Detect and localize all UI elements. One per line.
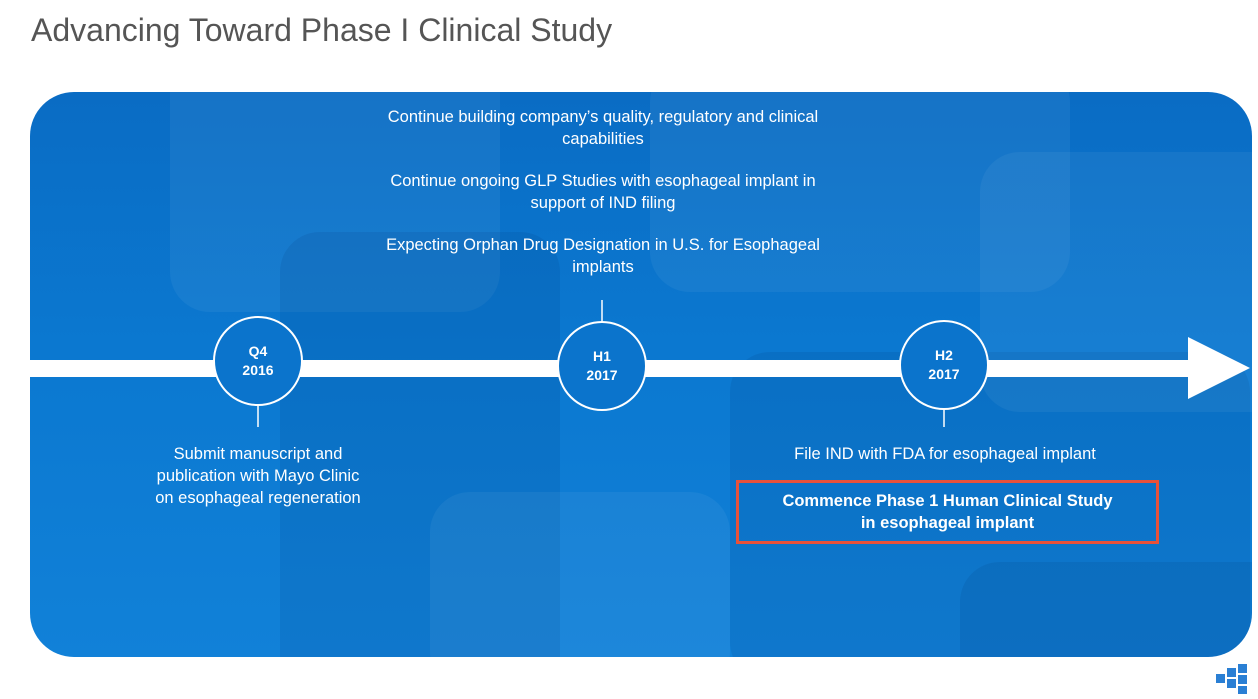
- milestone-q4-2016: Q4 2016: [213, 316, 303, 406]
- h1-item: Continue building company’s quality, reg…: [387, 108, 819, 148]
- h1-item: Expecting Orphan Drug Designation in U.S…: [386, 236, 820, 276]
- panel-decoration: [960, 562, 1252, 657]
- milestone-year: 2017: [928, 366, 960, 382]
- milestone-period: H2: [935, 347, 953, 363]
- h2-item: File IND with FDA for esophageal implant: [794, 445, 1096, 463]
- panel-decoration: [170, 92, 500, 312]
- h2-activities: File IND with FDA for esophageal implant: [745, 443, 1145, 465]
- timeline-panel: [30, 92, 1252, 657]
- q4-activities: Submit manuscript and publication with M…: [153, 443, 363, 509]
- panel-decoration: [650, 92, 1070, 292]
- milestone-h2-2017: H2 2017: [899, 320, 989, 410]
- milestone-year: 2016: [242, 362, 274, 378]
- q4-item: Submit manuscript and publication with M…: [155, 445, 361, 507]
- h2-highlight-text: Commence Phase 1 Human Clinical Study in…: [782, 492, 1113, 532]
- panel-decoration: [430, 492, 730, 657]
- h1-item: Continue ongoing GLP Studies with esopha…: [390, 172, 816, 212]
- h1-activities: Continue building company’s quality, reg…: [383, 106, 823, 278]
- panel-decoration: [980, 152, 1252, 412]
- milestone-year: 2017: [586, 367, 618, 383]
- milestone-h1-2017: H1 2017: [557, 321, 647, 411]
- milestone-period: Q4: [248, 343, 268, 359]
- milestone-period: H1: [593, 348, 611, 364]
- h2-highlight-box: Commence Phase 1 Human Clinical Study in…: [736, 480, 1159, 544]
- panel-decoration: [280, 232, 560, 657]
- panel-decoration: [730, 352, 1250, 657]
- company-logo-icon: [1216, 664, 1247, 694]
- slide-title: Advancing Toward Phase I Clinical Study: [31, 12, 613, 48]
